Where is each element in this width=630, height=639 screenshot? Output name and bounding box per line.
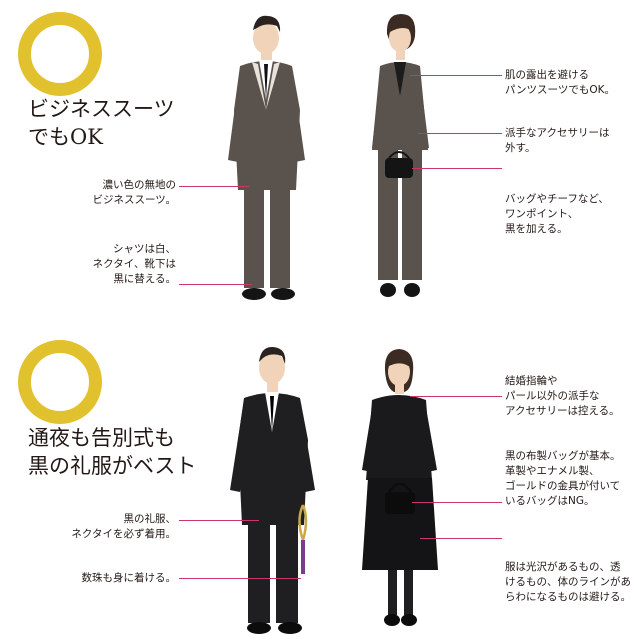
section1-heading: ビジネススーツ でもOK xyxy=(28,95,175,151)
section2-heading: 通夜も告別式も 黒の礼服がベスト xyxy=(28,424,196,480)
section1-heading-line1: ビジネススーツ xyxy=(28,97,175,121)
woman-pants-suit-figure xyxy=(372,14,429,297)
section2-heading-line1: 通夜も告別式も xyxy=(28,426,175,450)
note-wear-mourning-suit-tie: 黒の礼服、 ネクタイを必ず着用。 xyxy=(71,513,176,540)
note-remove-flashy-accessories: 派手なアクセサリーは 外す。 xyxy=(505,127,610,154)
section2-heading-line2: 黒の礼服がベスト xyxy=(28,454,197,478)
note-avoid-shiny-sheer-tight: 服は光沢があるもの、透 けるもの、体のラインがあ らわになるものは避ける。 xyxy=(505,561,630,603)
note-add-black-accent: バッグやチーフなど、 ワンポイント、 黒を加える。 xyxy=(505,193,609,235)
leader-line xyxy=(420,538,502,539)
leader-line xyxy=(179,186,249,187)
leader-line xyxy=(410,75,502,76)
note-limit-accessories: 結婚指輪や パール以外の派手な アクセサリーは控える。 xyxy=(505,375,620,417)
note-carry-juzu: 数珠も身に着ける。 xyxy=(81,572,177,584)
leader-line xyxy=(179,284,252,285)
leader-line xyxy=(418,133,502,134)
leader-line xyxy=(179,520,259,521)
man-mourning-suit-figure xyxy=(230,346,315,634)
woman-mourning-dress-figure xyxy=(362,349,438,626)
note-dark-solid-suit: 濃い色の無地の ビジネススーツ。 xyxy=(92,179,176,206)
leader-line xyxy=(179,578,301,579)
leader-line xyxy=(412,502,502,503)
juzu-prayer-beads-icon xyxy=(298,504,308,574)
note-black-cloth-bag: 黒の布製バッグが基本。 革製やエナメル製、 ゴールドの金具が付いて いるバッグは… xyxy=(505,450,621,507)
section1-heading-line2: でもOK xyxy=(28,125,103,149)
leader-line xyxy=(412,168,502,169)
note-white-shirt-black-tie: シャツは白、 ネクタイ、靴下は 黒に替える。 xyxy=(92,243,176,285)
note-pants-suit-ok: 肌の露出を避ける パンツスーツでもOK。 xyxy=(505,69,615,96)
leader-line xyxy=(410,396,502,397)
man-business-suit-figure xyxy=(228,15,305,300)
